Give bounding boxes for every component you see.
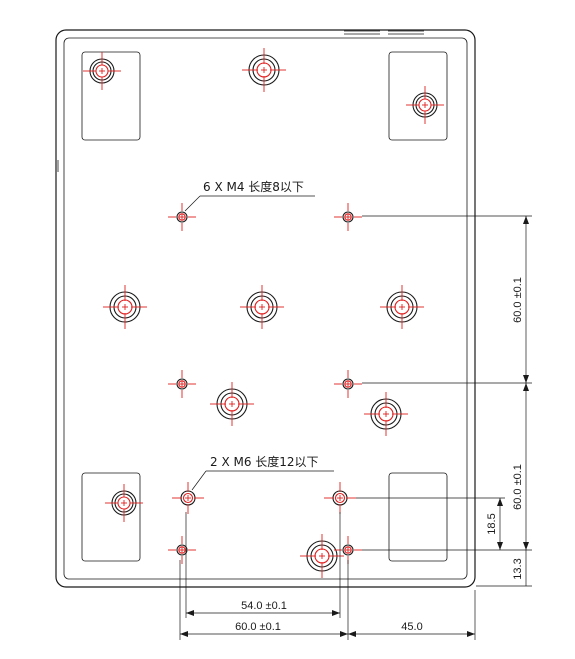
tapped-hole-m4-6 — [342, 544, 354, 556]
dimensions-right: 60.0 ±0.1 60.0 ±0.1 18.5 13.3 — [356, 215, 532, 587]
tapped-hole-m4-4 — [342, 378, 354, 390]
corner-pockets — [81, 51, 448, 562]
tapped-hole-m4-3 — [176, 378, 188, 390]
dim-60-lower: 60.0 ±0.1 — [512, 464, 524, 510]
pocket-top-left — [81, 51, 141, 141]
note-m4-group: 6 X M4 长度8以下 — [184, 179, 315, 212]
pocket-bottom-left — [81, 472, 141, 562]
pocket-bottom-right — [388, 472, 448, 562]
note-m6: 2 X M6 长度12以下 — [210, 454, 319, 469]
dim-45: 45.0 — [401, 621, 422, 633]
tapped-hole-m4-2 — [342, 211, 354, 223]
dim-60-bottom: 60.0 ±0.1 — [235, 621, 281, 633]
dim-13-3: 13.3 — [512, 558, 524, 579]
plate-outline — [55, 29, 476, 588]
dim-18-5: 18.5 — [486, 513, 498, 534]
dim-54: 54.0 ±0.1 — [241, 600, 287, 612]
dimensions-bottom: 54.0 ±0.1 60.0 ±0.1 45.0 — [179, 512, 476, 640]
dim-60-upper: 60.0 ±0.1 — [512, 277, 524, 323]
tapped-hole-m4-5 — [176, 544, 188, 556]
note-m6-group: 2 X M6 长度12以下 — [191, 454, 334, 491]
pocket-top-right — [388, 51, 448, 141]
note-m4: 6 X M4 长度8以下 — [203, 179, 304, 194]
hole-pattern — [83, 48, 444, 578]
tapped-hole-m4-1 — [176, 211, 188, 223]
